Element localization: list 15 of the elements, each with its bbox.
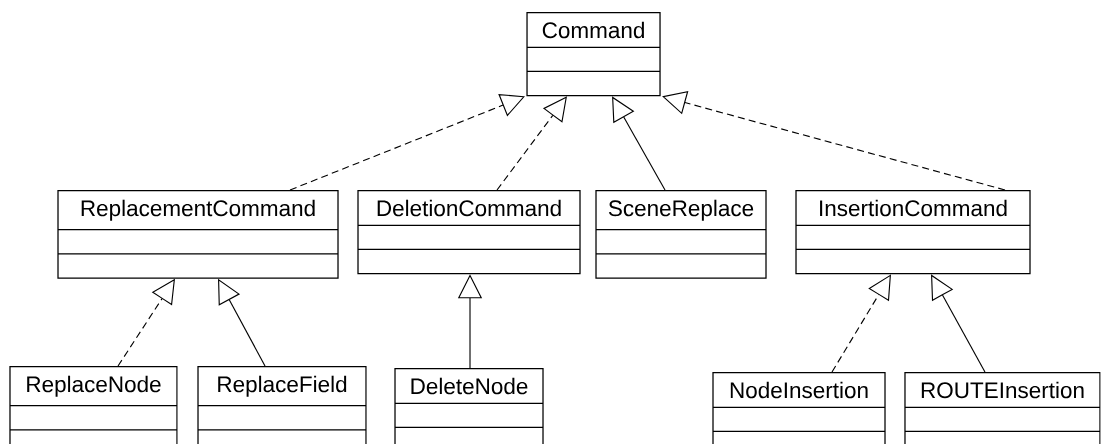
class-box: NodeInsertion [712, 372, 886, 444]
inheritance-arrow [612, 96, 666, 191]
class-box: ReplaceNode [9, 366, 178, 444]
inheritance-arrow [831, 274, 891, 373]
class-box: SceneReplace [595, 190, 767, 279]
class-box: Command [526, 12, 661, 97]
class-box: ROUTEInsertion [904, 372, 1101, 444]
class-box: DeletionCommand [357, 190, 581, 275]
class-box: ReplacementCommand [57, 190, 339, 279]
class-box: DeleteNode [394, 368, 544, 444]
inheritance-arrow [496, 96, 567, 191]
inheritance-arrow [931, 274, 986, 373]
class-box: ReplaceField [197, 366, 367, 444]
inheritance-arrow [289, 93, 525, 191]
class-box: InsertionCommand [795, 190, 1031, 275]
